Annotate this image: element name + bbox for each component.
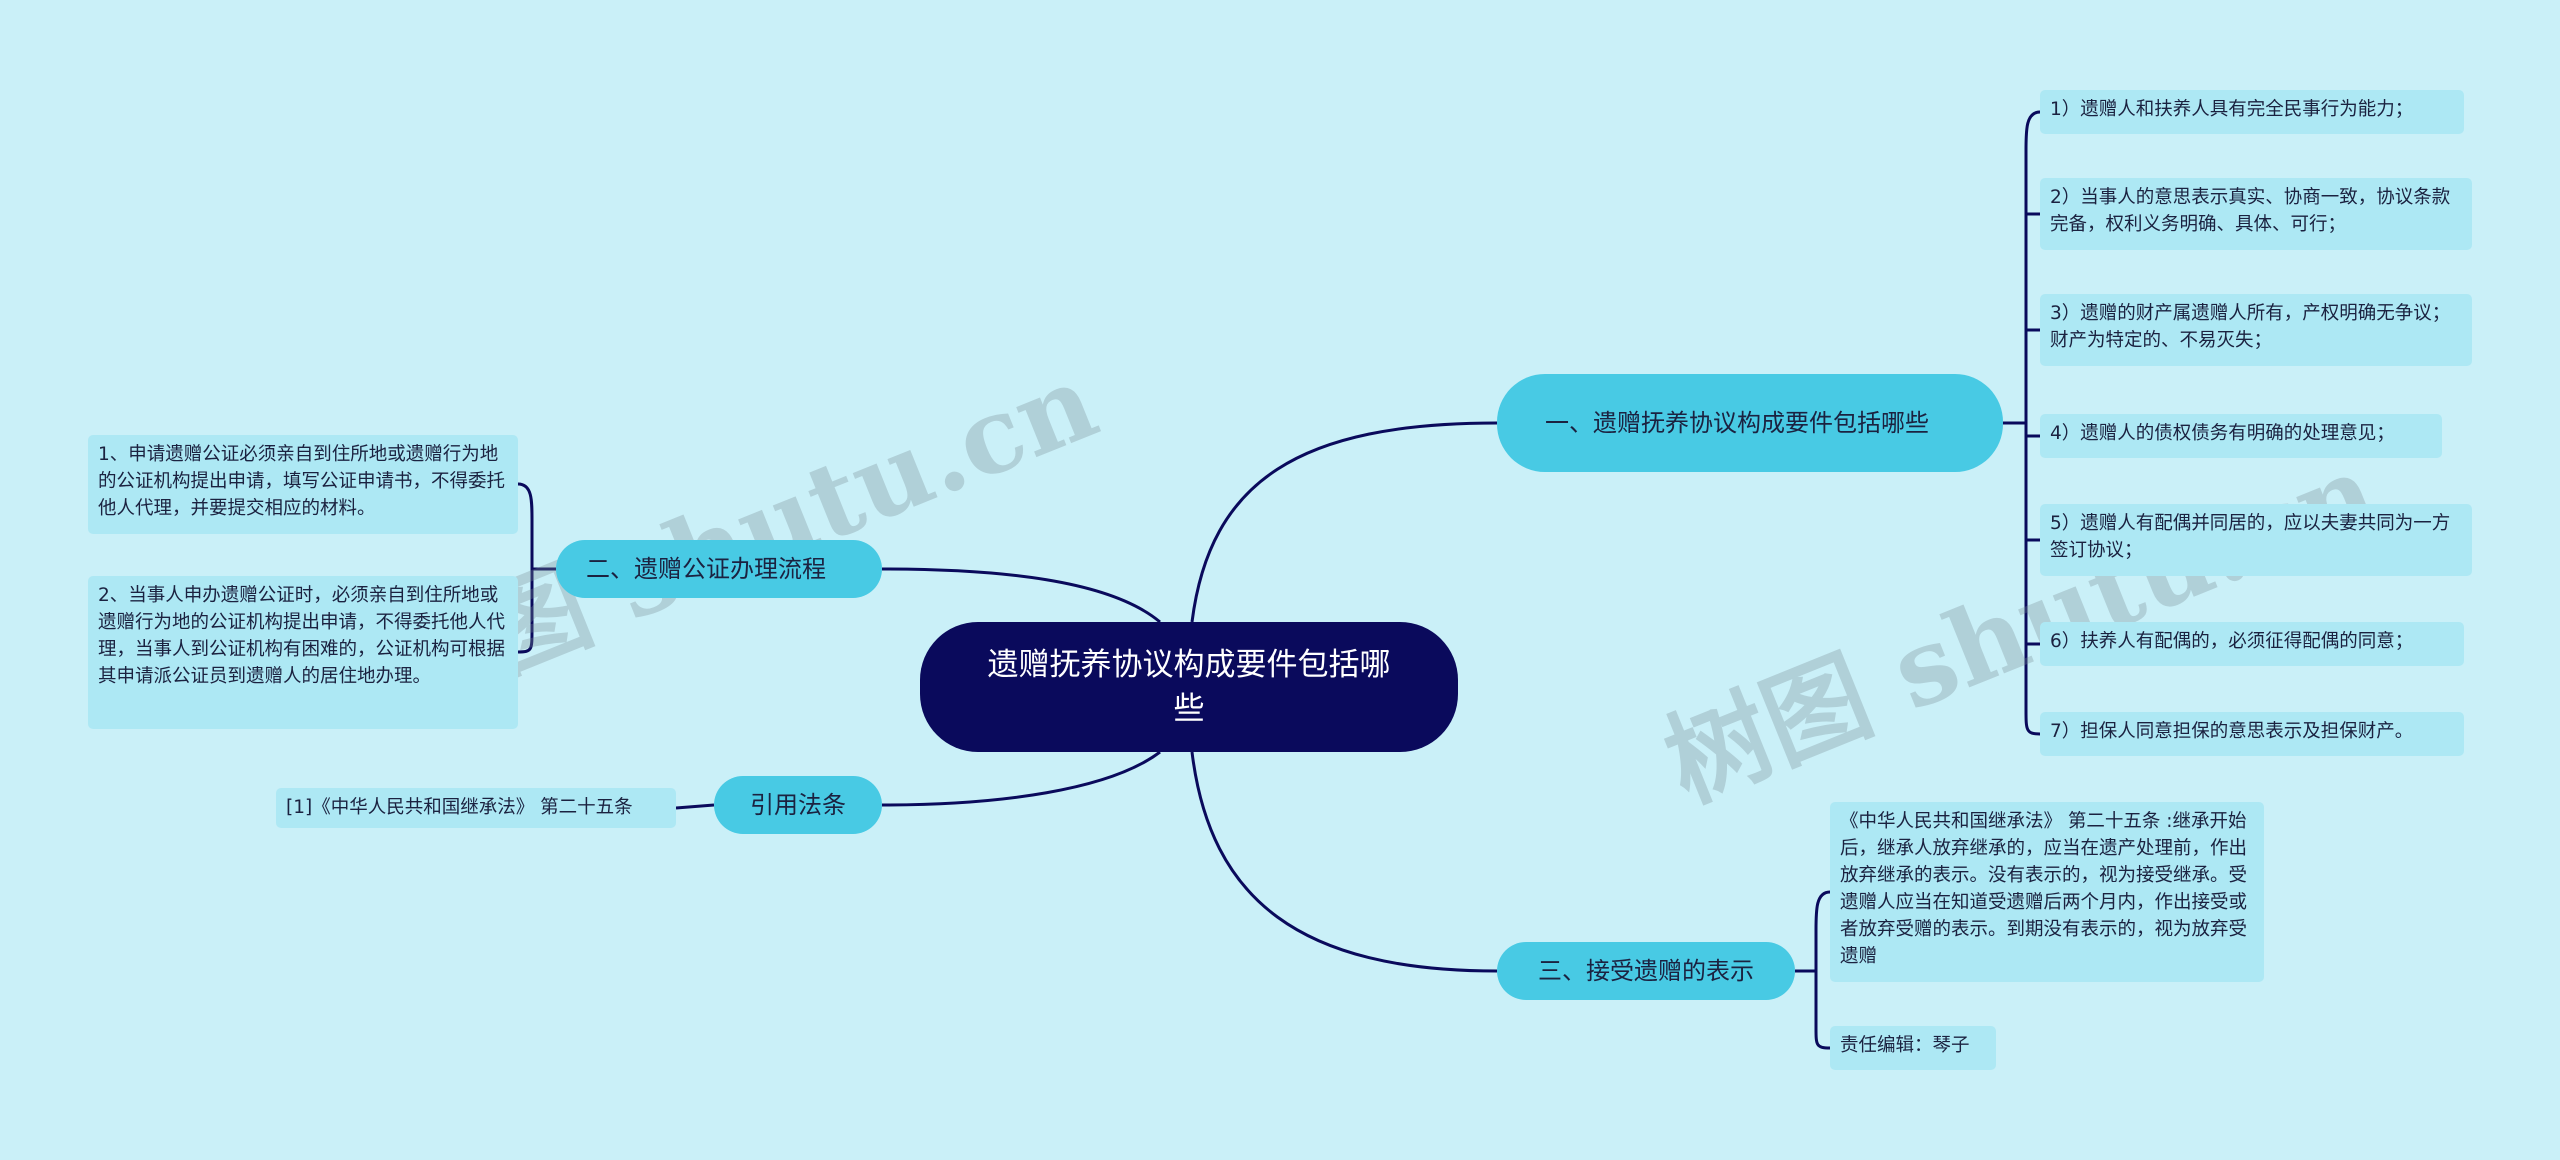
branch-label: 一、遗赠抚养协议构成要件包括哪些 [1545,409,1929,437]
leaf-law-text[interactable]: 《中华人民共和国继承法》 第二十五条 :继承开始后，继承人放弃继承的，应当在遗产… [1830,802,2264,982]
branch-label: 二、遗赠公证办理流程 [586,555,826,583]
root-node[interactable]: 遗赠抚养协议构成要件包括哪些 [920,622,1458,752]
link-root-b4 [1190,751,1498,973]
root-title: 遗赠抚养协议构成要件包括哪些 [987,647,1391,727]
leaf-citation[interactable]: [1]《中华人民共和国继承法》 第二十五条 [276,788,676,828]
link-root-b1 [1190,421,1498,623]
leaf-requirement-2[interactable]: 2）当事人的意思表示真实、协商一致，协议条款完备，权利义务明确、具体、可行； [2040,178,2472,250]
leaf-editor[interactable]: 责任编辑：琴子 [1830,1026,1996,1070]
leaf-requirement-4[interactable]: 4）遗赠人的债权债务有明确的处理意见； [2040,414,2442,458]
leaf-process-1[interactable]: 1、申请遗赠公证必须亲自到住所地或遗赠行为地的公证机构提出申请，填写公证申请书，… [88,435,518,534]
branch-acceptance[interactable]: 三、接受遗赠的表示 [1497,942,1795,1000]
leaf-requirement-3[interactable]: 3）遗赠的财产属遗赠人所有，产权明确无争议；财产为特定的、不易灭失； [2040,294,2472,366]
leaf-requirement-1[interactable]: 1）遗赠人和扶养人具有完全民事行为能力； [2040,90,2464,134]
leaf-process-2[interactable]: 2、当事人申办遗赠公证时，必须亲自到住所地或遗赠行为地的公证机构提出申请，不得委… [88,576,518,729]
branch-label: 三、接受遗赠的表示 [1538,957,1754,985]
link-root-b2 [881,567,1161,624]
branch-requirements[interactable]: 一、遗赠抚养协议构成要件包括哪些 [1497,374,2003,472]
branch-notary-process[interactable]: 二、遗赠公证办理流程 [556,540,882,598]
branch-cited-law[interactable]: 引用法条 [714,776,882,834]
leaf-requirement-5[interactable]: 5）遗赠人有配偶并同居的，应以夫妻共同为一方签订协议； [2040,504,2472,576]
link-root-b3 [881,750,1161,807]
branch-label: 引用法条 [750,791,846,819]
leaf-requirement-6[interactable]: 6）扶养人有配偶的，必须征得配偶的同意； [2040,622,2464,666]
link-b3-leaf [675,803,715,810]
leaf-requirement-7[interactable]: 7）担保人同意担保的意思表示及担保财产。 [2040,712,2464,756]
